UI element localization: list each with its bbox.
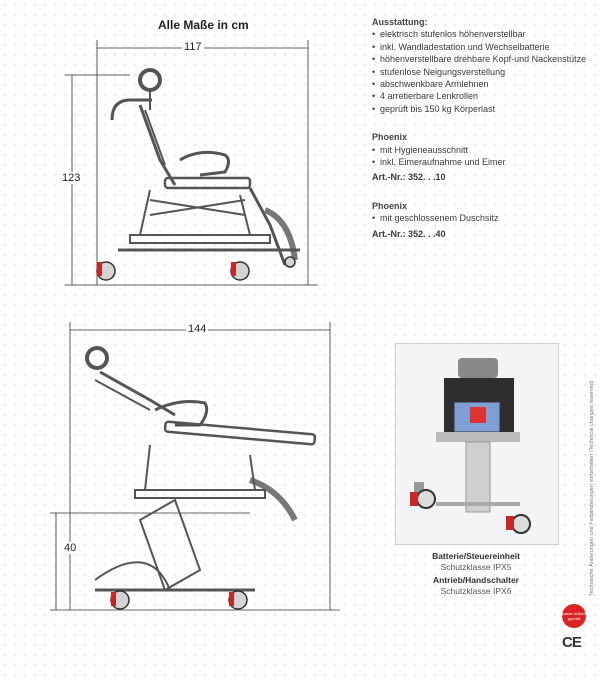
feature-item: 4 arretierbare Lenkrollen	[372, 90, 594, 103]
product-features-column: Ausstattung: elektrisch stufenlos höhenv…	[372, 16, 594, 240]
variant-name: Phoenix	[372, 200, 408, 211]
dimension-width-top: 117	[182, 41, 204, 53]
features-list: elektrisch stufenlos höhenverstellbar in…	[372, 28, 594, 115]
units-title: Alle Maße in cm	[158, 18, 249, 32]
wheels-top	[96, 256, 296, 281]
chair-upright-drawing	[110, 68, 300, 266]
variant-hygiene: Phoenix mit Hygieneausschnitt inkl. Eime…	[372, 131, 594, 184]
article-number: Art.-Nr.: 352. . .40	[372, 228, 446, 239]
variant-closed-seat: Phoenix mit geschlossenem Duschsitz Art.…	[372, 200, 594, 240]
feature-item: geprüft bis 150 kg Körperlast	[372, 103, 594, 116]
caption-battery-class: Schutzklasse IPX5	[440, 562, 512, 572]
product-rear-photo	[395, 343, 559, 545]
dimension-height-bottom: 40	[62, 542, 79, 554]
dimension-width-bottom: 144	[186, 323, 209, 335]
feature-item: abschwenkbare Armlehnen	[372, 78, 594, 91]
feature-item: höhenverstellbare drehbare Kopf-und Nack…	[372, 53, 594, 66]
photo-caption: Batterie/Steuereinheit Schutzklasse IPX5…	[393, 551, 559, 597]
variant-item: inkl. Eimeraufnahme und Eimer	[372, 156, 594, 169]
variant-item: mit Hygieneausschnitt	[372, 144, 594, 157]
variant-name: Phoenix	[372, 132, 408, 143]
caption-battery-title: Batterie/Steuereinheit	[432, 551, 520, 561]
side-disclaimer: Technische Änderungen und Farbänderungen…	[581, 340, 595, 600]
article-number: Art.-Nr.: 352. . .10	[372, 172, 446, 183]
badge-label: passe möbelt geprüft	[562, 611, 586, 621]
variant-item: mit geschlossenem Duschsitz	[372, 212, 594, 225]
feature-item: inkl. Wandladestation und Wechselbatteri…	[372, 41, 594, 54]
feature-item: stufenlose Neigungsverstellung	[372, 66, 594, 79]
feature-item: elektrisch stufenlos höhenverstellbar	[372, 28, 594, 41]
disclaimer-text: Technische Änderungen und Farbänderungen…	[589, 380, 595, 596]
features-heading: Ausstattung:	[372, 17, 428, 27]
caption-drive-class: Schutzklasse IPX6	[440, 586, 512, 596]
caption-drive-title: Antrieb/Handschalter	[433, 575, 519, 585]
certification-badge-icon: passe möbelt geprüft	[562, 604, 586, 628]
wheels-bottom	[110, 590, 248, 610]
ce-mark-icon: CE	[562, 634, 582, 651]
chair-reclined-drawing	[85, 346, 317, 592]
dimension-height-top: 123	[60, 172, 83, 184]
dimension-drawings	[50, 40, 340, 611]
chair-rear-view-image	[396, 344, 558, 544]
